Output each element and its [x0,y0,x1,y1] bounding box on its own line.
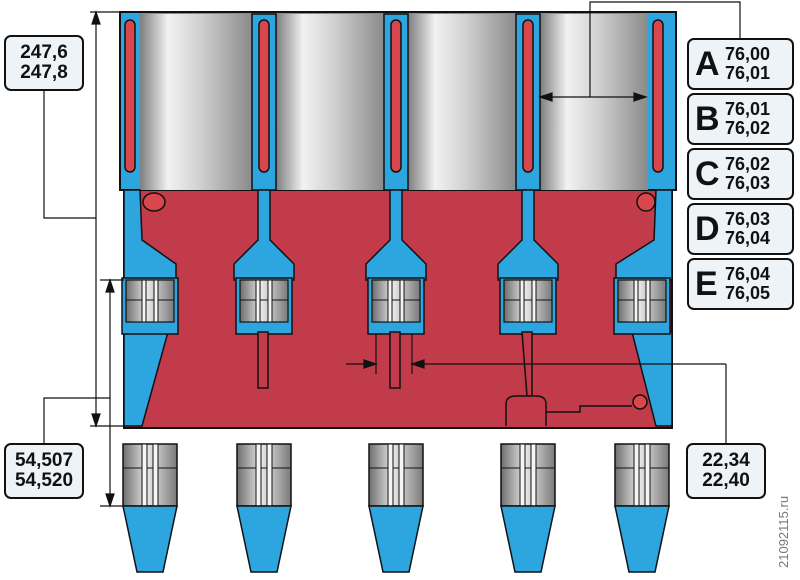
bore-class-letter: E [695,265,718,303]
water-slot-4 [522,19,534,173]
bore-class-letter: A [695,45,720,83]
bore-class-min: 76,00 [725,44,771,64]
bearing-cap-groove [152,443,159,507]
bore-class-max: 76,05 [725,283,771,303]
bearing-cap-groove [530,443,537,507]
bearing-cap-3 [368,443,424,573]
main-bearing-2 [235,277,293,335]
bearing-cap-groove [387,443,394,507]
cylinder-bore-2 [276,14,384,190]
bearing-cap-shell [614,443,670,507]
bore-class-letter: C [695,155,720,193]
bearing-shell [617,279,667,323]
oil-plug [632,394,648,410]
cylinder-bore-3 [408,14,516,190]
bore-class-min: 76,04 [725,264,771,284]
bearing-web-3 [365,189,427,281]
bearing-cap-foot [500,505,556,573]
bearing-cap-1 [122,443,178,573]
dim-thrust-width-max: 22,40 [702,470,750,491]
bearing-cap-shell [122,443,178,507]
bore-class-max: 76,02 [725,118,771,138]
bore-class-B: B 76,01 76,02 [687,93,794,145]
bore-class-C: C 76,02 76,03 [687,148,794,200]
bearing-web-4 [497,189,559,281]
bearing-cap-groove [633,443,640,507]
bearing-cap-foot [236,505,292,573]
bearing-cap-groove [266,443,273,507]
bearing-shell [503,279,553,323]
cylinder-bore-4 [540,14,648,190]
bearing-groove [519,279,525,323]
oil-line [546,405,632,413]
oil-channel-3 [389,331,401,389]
bearing-shell [239,279,289,323]
dim-main-bearing-label: 54,507 54,520 [4,443,84,499]
bore-class-letter: D [695,210,720,248]
bearing-groove [141,279,147,323]
bearing-cap-5 [614,443,670,573]
oil-pump-housing [505,395,547,426]
bore-class-letter: B [695,100,720,138]
bearing-groove [255,279,261,323]
corner-boss-right [636,192,656,212]
bore-class-D: D 76,03 76,04 [687,203,794,255]
bearing-cap-groove [644,443,651,507]
bore-class-max: 76,03 [725,173,771,193]
bearing-cap-foot [122,505,178,573]
bearing-cap-groove [519,443,526,507]
corner-boss-left [142,192,166,212]
bearing-web-2 [233,189,295,281]
bearing-groove [399,279,405,323]
bearing-groove [153,279,159,323]
bearing-groove [531,279,537,323]
bore-class-min: 76,01 [725,99,771,119]
main-bearing-4 [499,277,557,335]
bearing-shell [125,279,175,323]
bore-class-E: E 76,04 76,05 [687,258,794,310]
bearing-cap-shell [500,443,556,507]
water-slot-1 [124,19,136,173]
bearing-shell [371,279,421,323]
water-slot-2 [258,19,270,173]
dim-main-bearing-min: 54,507 [14,450,74,471]
cylinder-bore-1 [140,14,252,190]
dim-thrust-width-min: 22,34 [702,450,750,471]
dim-deck-height-max: 247,8 [20,62,68,83]
bearing-web-5 [615,189,673,281]
oil-channel-2 [257,331,269,389]
bearing-groove [387,279,393,323]
main-bearing-1 [121,277,179,335]
bearing-groove [645,279,651,323]
bearing-cap-foot [368,505,424,573]
bearing-cap-groove [141,443,148,507]
bearing-cap-groove [255,443,262,507]
bearing-cap-2 [236,443,292,573]
bore-class-min: 76,02 [725,154,771,174]
dim-deck-height-min: 247,6 [20,42,68,63]
dimension-lines [43,1,741,508]
bearing-groove [267,279,273,323]
dim-main-bearing-max: 54,520 [14,470,74,491]
bearing-groove [633,279,639,323]
bearing-cap-groove [398,443,405,507]
bearing-cap-4 [500,443,556,573]
dim-deck-height-label: 247,6 247,8 [4,35,84,91]
bearing-cap-shell [236,443,292,507]
bore-class-A: A 76,00 76,01 [687,38,794,90]
bore-class-max: 76,04 [725,228,771,248]
bearing-cap-foot [614,505,670,573]
bearing-cap-shell [368,443,424,507]
water-slot-3 [390,19,402,173]
bore-class-min: 76,03 [725,209,771,229]
water-slot-5 [652,19,664,173]
watermark: 21092115.ru [776,495,791,568]
dim-thrust-width-label: 22,34 22,40 [686,443,766,499]
main-bearing-3 [367,277,425,335]
bore-class-max: 76,01 [725,63,771,83]
main-bearing-5 [613,277,671,335]
